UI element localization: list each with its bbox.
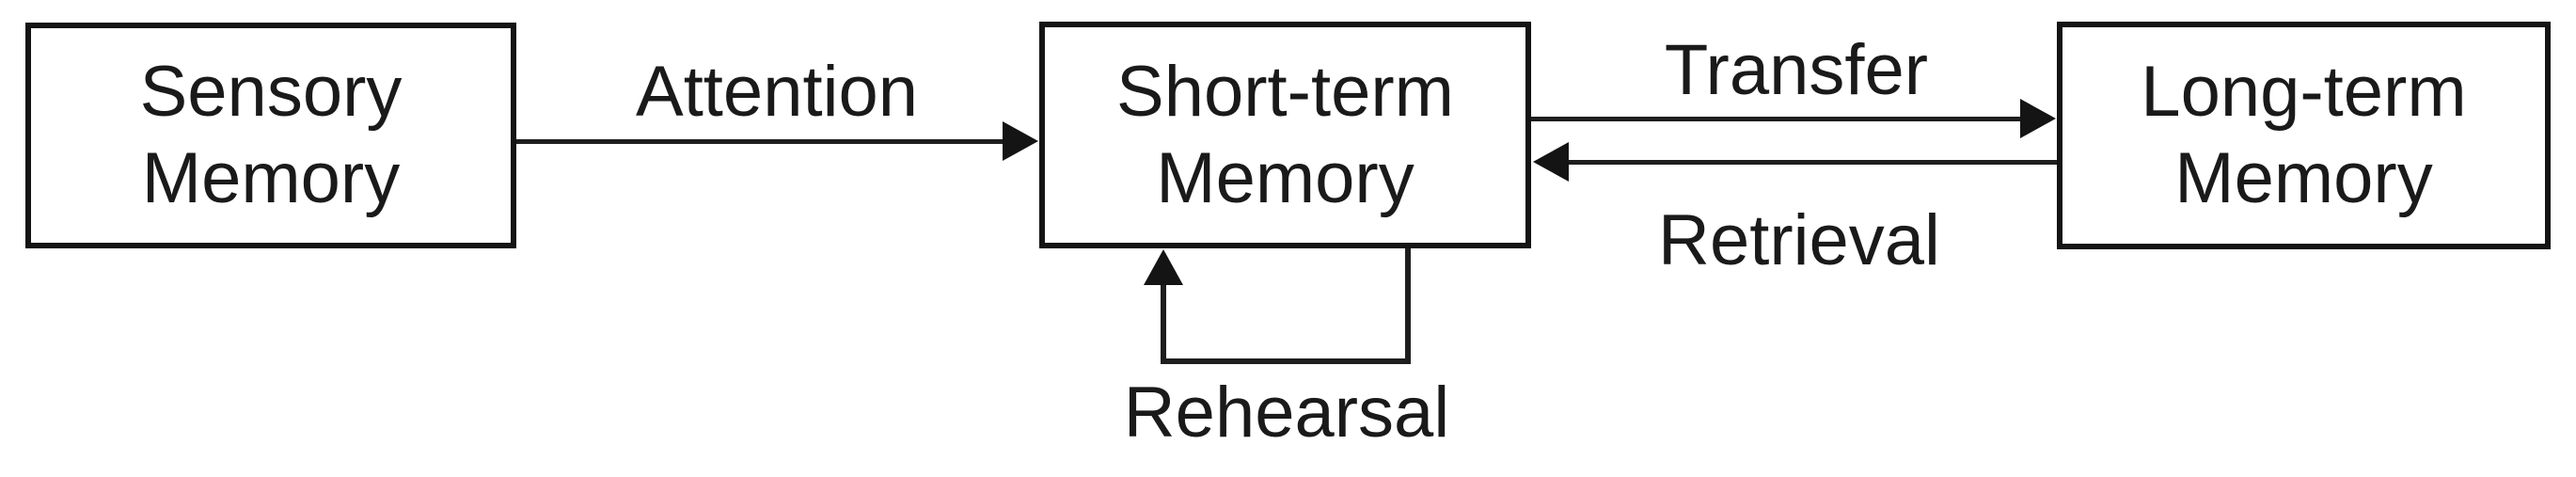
short-term-memory-box: Short-term Memory (1039, 22, 1531, 248)
transfer-label: Transfer (1664, 30, 1929, 110)
rehearsal-label: Rehearsal (1123, 373, 1450, 453)
arrowhead-right-icon (1003, 121, 1038, 161)
short-term-memory-label-line2: Memory (1156, 137, 1414, 218)
arrowhead-left-icon (1533, 142, 1569, 182)
sensory-memory-label-line2: Memory (141, 138, 401, 218)
retrieval-arrow-line (1565, 160, 2057, 165)
long-term-memory-label-line1: Long-term (2141, 52, 2467, 132)
rehearsal-loop-right-segment (1405, 248, 1411, 364)
sensory-memory-box: Sensory Memory (25, 23, 516, 248)
long-term-memory-label-line2: Memory (2174, 138, 2433, 218)
short-term-memory-label-line1: Short-term (1116, 51, 1454, 132)
rehearsal-loop-bottom-segment (1161, 358, 1411, 364)
arrowhead-up-icon (1144, 249, 1183, 285)
retrieval-label: Retrieval (1658, 200, 1940, 280)
attention-arrow-line (516, 139, 1004, 144)
rehearsal-loop-left-segment (1161, 282, 1166, 363)
long-term-memory-box: Long-term Memory (2057, 22, 2551, 249)
attention-label: Attention (636, 52, 918, 132)
transfer-arrow-line (1531, 117, 2022, 121)
arrowhead-right-icon (2020, 99, 2056, 138)
sensory-memory-label-line1: Sensory (139, 52, 403, 132)
